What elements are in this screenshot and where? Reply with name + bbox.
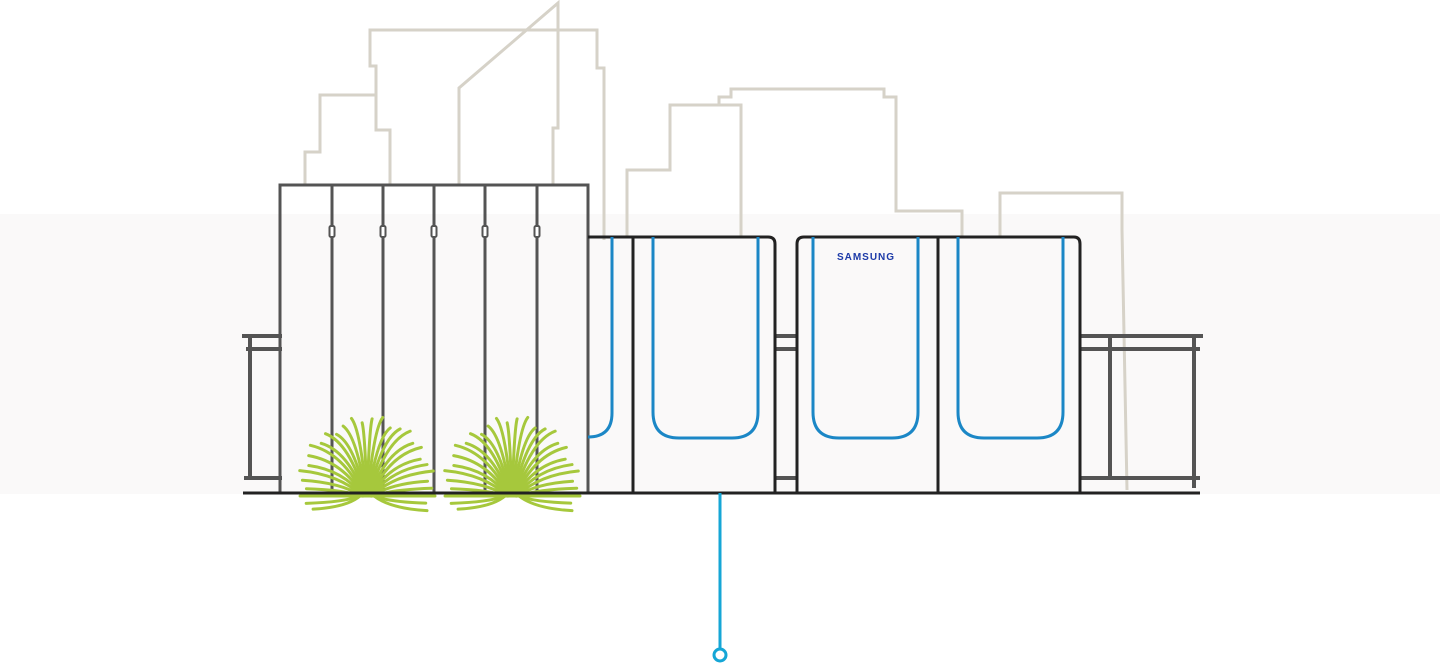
skyline-building-right [998, 191, 1129, 491]
fence-slat-clip [481, 225, 489, 238]
railing-icon [242, 334, 1203, 488]
skyline-building-left [303, 28, 606, 240]
city-skyline-icon [303, 0, 1129, 491]
grass-plant-icon [298, 415, 437, 513]
grass-blade [372, 494, 429, 513]
connector-line-icon [712, 493, 728, 663]
grass-blade [517, 494, 574, 513]
fence-slats [328, 185, 541, 493]
fence-slat-clip [430, 225, 438, 238]
connector-dot[interactable] [712, 647, 728, 663]
unit-grille [811, 237, 920, 440]
unit-grille [956, 237, 1065, 440]
skyline-building-left-inner [374, 95, 392, 185]
fence-slat-clip [328, 225, 336, 238]
fence-screen-icon [278, 183, 590, 495]
railing-center [776, 334, 797, 480]
outdoor-unit-icon [936, 235, 1082, 493]
outdoor-unit-partial-grille [587, 237, 614, 439]
skyline-building-mid [625, 103, 743, 237]
outdoor-unit-icon [631, 235, 777, 493]
fence-slat-clip [379, 225, 387, 238]
brand-logo: SAMSUNG [837, 252, 895, 263]
outdoor-unit-group: SAMSUNG [587, 235, 1082, 493]
fence-slat-clip [533, 225, 541, 238]
railing-right [1081, 334, 1203, 488]
unit-grille [651, 237, 760, 440]
railing-left [242, 334, 282, 480]
background-band [0, 214, 1440, 494]
skyline-building-wide [717, 87, 964, 237]
skyline-tower-diagonal [457, 0, 560, 186]
outdoor-unit-icon: SAMSUNG [795, 235, 940, 493]
grass-plant-icon [443, 415, 582, 513]
